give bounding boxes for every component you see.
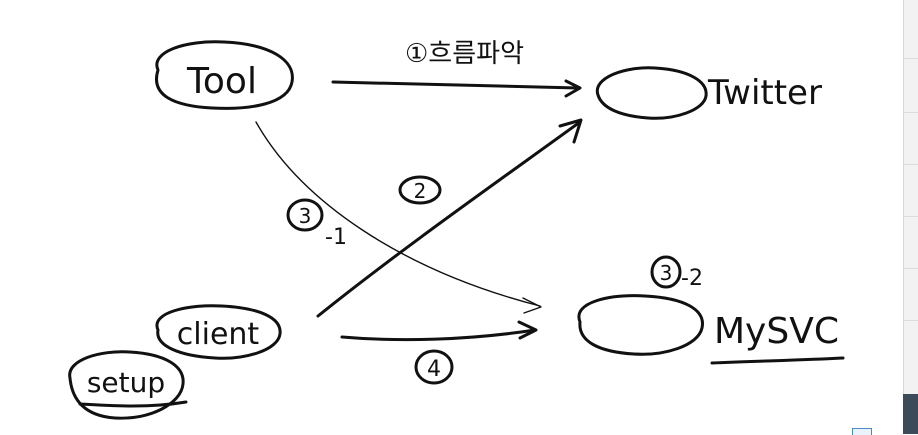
- edge-4-line: [340, 328, 537, 342]
- node-mysvc-label: MySVC: [714, 311, 839, 352]
- edge-4-marker-label: 4: [427, 357, 441, 382]
- edge-3-1-arrowhead: [522, 297, 542, 314]
- edge-2-marker-circle: [398, 175, 442, 205]
- edge-4-marker-circle: [414, 349, 454, 385]
- edge-1-line: [331, 80, 580, 90]
- node-mysvc-ellipse: [577, 294, 704, 356]
- node-tool-label: Tool: [186, 61, 257, 102]
- node-setup: setup: [68, 350, 188, 420]
- node-mysvc-underline: [710, 356, 845, 365]
- node-twitter-ellipse: [595, 66, 708, 120]
- edge-2-marker-label: 2: [414, 179, 427, 203]
- node-setup-underline: [78, 400, 188, 408]
- node-twitter-label: Twitter: [707, 73, 822, 113]
- edge-2-line: [316, 120, 582, 318]
- edge-divider: [904, 164, 918, 165]
- node-mysvc: MySVC: [577, 294, 845, 365]
- edge-divider: [904, 268, 918, 269]
- edge-divider: [904, 216, 918, 217]
- edge-tool-mysvc: 3 -1: [255, 121, 542, 314]
- node-client: client: [155, 304, 282, 360]
- marker-3-2-number: 3: [660, 261, 673, 285]
- node-client-label: client: [177, 317, 260, 352]
- window-corner-block: [903, 394, 918, 434]
- node-tool-ellipse: [155, 40, 294, 110]
- edge-3-1-suffix: -1: [325, 225, 347, 250]
- edge-tool-twitter: ①흐름파악: [331, 39, 582, 98]
- edge-divider: [904, 112, 918, 113]
- edge-client-mysvc: 4: [340, 320, 538, 385]
- edge-divider: [904, 58, 918, 59]
- edge-3-1-line: [255, 121, 541, 307]
- edge-1-arrowhead: [564, 79, 582, 98]
- edge-1-label: ①흐름파악: [405, 39, 524, 69]
- node-tool: Tool: [155, 40, 294, 110]
- window-right-edge: [903, 0, 918, 434]
- marker-3-2-circle: [650, 255, 682, 289]
- edge-client-twitter: 2: [316, 118, 583, 318]
- edge-3-1-marker-circle: [286, 198, 324, 232]
- node-setup-ellipse: [68, 350, 185, 420]
- edge-4-arrowhead: [517, 320, 538, 340]
- node-twitter: Twitter: [595, 66, 822, 120]
- edge-divider: [904, 320, 918, 321]
- edge-3-1-marker-label: 3: [299, 204, 312, 228]
- corner-indicator: [852, 428, 872, 435]
- marker-3-2-suffix: -2: [681, 266, 703, 291]
- node-setup-label: setup: [87, 366, 165, 399]
- node-client-ellipse: [155, 304, 282, 360]
- marker-3-2: 3 -2: [650, 255, 703, 291]
- edge-2-arrowhead: [558, 118, 583, 144]
